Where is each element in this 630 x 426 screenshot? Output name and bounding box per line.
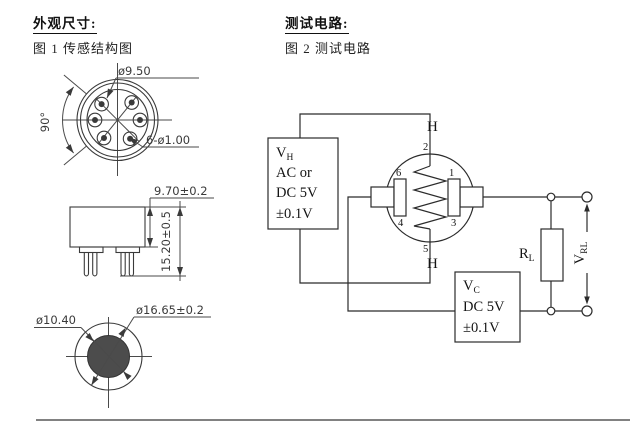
heater-coil	[411, 165, 449, 230]
sensor-bottom-view: ø10.40 ø16.65±0.2	[34, 303, 211, 408]
pin-4-label: 4	[398, 218, 404, 229]
output-voltage-dimension: VRL	[572, 203, 590, 305]
sensor-side-view: 9.70±0.2 15.20±0.5	[69, 184, 214, 281]
vc-box	[454, 271, 521, 343]
fig1-title: 外观尺寸:	[33, 12, 97, 34]
vh-line2: AC or	[276, 165, 312, 181]
test-circuit: 6 4 1 3 2 5 H H VH AC or DC 5V ±0.1V VC	[267, 113, 593, 343]
junction-node	[546, 192, 556, 202]
electrode-left-wire	[347, 196, 455, 312]
body-height-dimension: 9.70±0.2	[145, 184, 214, 248]
left-terminal-stub	[370, 186, 395, 208]
base-tab	[115, 246, 141, 254]
pin-5-label: 5	[423, 244, 428, 255]
pin-hole-dimension: 6-ø1.00	[128, 133, 199, 148]
pin-spec-label: 6-ø1.00	[146, 133, 190, 147]
output-terminal-bottom	[581, 305, 593, 317]
vh-line3: DC 5V	[276, 185, 318, 201]
pin-angle-label: 90°	[38, 112, 52, 132]
heater-top-wire	[299, 113, 431, 166]
sensor-body	[69, 206, 146, 248]
heater-top-label: H	[427, 119, 438, 135]
vh-box	[267, 137, 339, 230]
mesh-diameter-label: ø10.40	[36, 313, 76, 327]
top-diameter-label: ø9.50	[118, 64, 151, 78]
pin-2-label: 2	[423, 142, 428, 153]
pin-angle-dimension: 90°	[38, 74, 88, 166]
fig1-caption: 图 1 传感结构图	[33, 41, 134, 56]
total-height-dimension: 15.20±0.5	[120, 201, 186, 281]
cap-outer-circle	[74, 322, 143, 391]
heater-supply-box: VH AC or DC 5V ±0.1V	[267, 137, 339, 230]
load-resistor: RL	[519, 228, 564, 282]
vc-symbol: VC	[463, 278, 480, 296]
total-height-label: 15.20±0.5	[159, 211, 173, 272]
pin-3-label: 3	[451, 218, 456, 229]
rl-body	[540, 228, 564, 282]
sensor-symbol: 6 4 1 3 2 5 H H	[370, 119, 484, 272]
sensor-top-view: 90° ø9.50 6-ø1.00	[38, 63, 199, 176]
right-electrode-plate	[447, 178, 461, 217]
circuit-supply-box: VC DC 5V ±0.1V	[454, 271, 521, 343]
heater-bottom-wire	[299, 229, 431, 284]
fig2-caption: 图 2 测试电路	[285, 41, 372, 56]
junction-node	[546, 306, 556, 316]
cap-diameter-dimension: ø16.65±0.2	[90, 303, 211, 386]
pin-holes	[87, 95, 148, 147]
mesh-diameter-dimension: ø10.40	[34, 313, 132, 381]
base-tab	[78, 246, 104, 254]
pin-6-label: 6	[396, 168, 401, 179]
vc-line3: ±0.1V	[463, 320, 500, 336]
sensor-pins-side	[83, 252, 135, 277]
top-diameter-dimension: ø9.50	[106, 64, 199, 99]
body-height-label: 9.70±0.2	[154, 184, 208, 198]
vrl-label: VRL	[572, 241, 590, 264]
vc-line2: DC 5V	[463, 299, 505, 315]
rl-label: RL	[519, 246, 535, 264]
left-electrode-plate	[393, 178, 407, 217]
vh-line4: ±0.1V	[276, 206, 313, 222]
right-terminal-stub	[459, 186, 484, 208]
vh-symbol: VH	[276, 145, 293, 163]
heater-bottom-label: H	[427, 256, 438, 272]
pin-1-label: 1	[449, 168, 454, 179]
output-terminal-top	[581, 191, 593, 203]
rim-circle	[79, 82, 156, 158]
fig2-title: 测试电路:	[285, 12, 349, 34]
inner-circle	[86, 88, 149, 152]
outer-rim-circle	[76, 78, 159, 162]
cap-diameter-label: ø16.65±0.2	[136, 303, 204, 317]
